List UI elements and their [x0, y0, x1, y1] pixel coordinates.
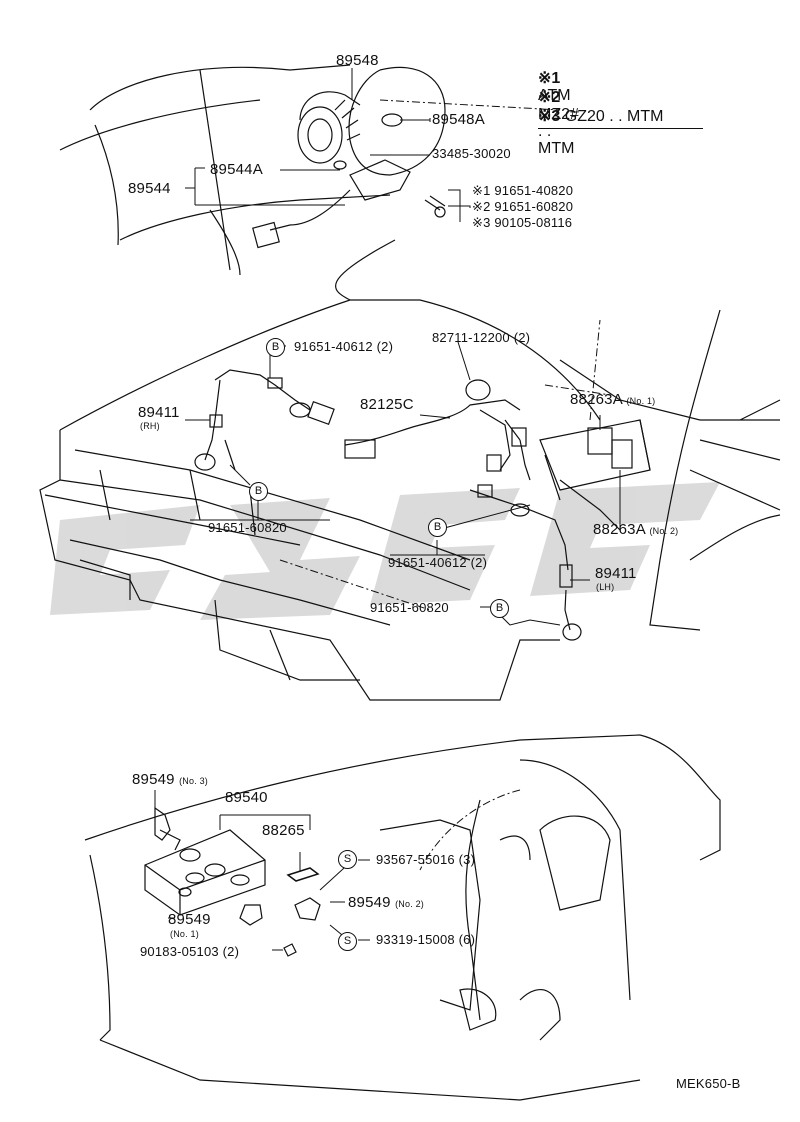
- part-number: 88263A: [593, 521, 646, 538]
- label-bracket-2: 89549 (No. 2): [348, 895, 424, 910]
- bolt-b-marker: B: [249, 482, 268, 501]
- steering-column: [59, 64, 446, 276]
- label-bolt-a: 91651-40612 (2): [294, 340, 393, 353]
- bracket-number: (No. 3): [179, 776, 208, 786]
- part-number: 90183-05103: [140, 944, 219, 959]
- part-number: 89411: [138, 404, 180, 421]
- brackets: [154, 806, 321, 957]
- relay-number: (No. 2): [649, 526, 679, 536]
- label-bolt-3: ※3 90105-08116: [472, 215, 573, 230]
- harness-82125c: [344, 379, 531, 481]
- label-33485-30020: 33485-30020: [432, 146, 511, 161]
- part-number: 91651-40612: [388, 555, 467, 570]
- relay-number: (No. 1): [626, 396, 656, 406]
- car-front-body: [39, 239, 781, 701]
- label-screw-2: 93319-15008 (6): [376, 933, 475, 946]
- legend-text: MZ2# . . MTM: [538, 106, 579, 157]
- screw-s-marker: S: [338, 850, 357, 869]
- legend-text: GZ20 . . MTM: [564, 108, 664, 125]
- control-computer-89540: [144, 829, 320, 916]
- bolt-b-marker: B: [266, 338, 285, 357]
- quantity: (2): [222, 944, 240, 959]
- label-bolt-b: 91651-60820: [208, 520, 287, 535]
- label-bracket-3: 89549 (No. 3): [132, 772, 208, 787]
- bolt-b-marker: B: [490, 599, 509, 618]
- label-screw-1: 93567-55016 (3): [376, 853, 475, 866]
- bracket-number: (No. 2): [395, 899, 424, 909]
- legend-mark: ※2: [538, 89, 561, 106]
- label-89548a: 89548A: [432, 111, 485, 128]
- part-number: 89549: [348, 894, 391, 911]
- screw-s-marker: S: [338, 932, 357, 951]
- label-89540: 89540: [225, 789, 268, 806]
- label-89544a: 89544A: [210, 161, 263, 178]
- label-bracket-1: 89549: [168, 911, 211, 928]
- top-leader-lines: [185, 68, 471, 222]
- phantom-lines: [279, 99, 611, 871]
- label-sensor-lh: 89411: [595, 565, 637, 582]
- quantity: (3): [458, 852, 476, 867]
- label-89544: 89544: [128, 180, 171, 197]
- label-sensor-lh-side: (LH): [596, 582, 615, 592]
- label-relay-2: 88263A (No. 2): [593, 522, 678, 537]
- legend-row-1: ※1 ATM: [538, 70, 571, 104]
- label-clamp: 82711-12200 (2): [432, 331, 530, 344]
- legend-row-2: ※2 MZ2# . . MTM: [538, 89, 579, 157]
- relay-block: [539, 419, 651, 531]
- quantity: (6): [458, 932, 476, 947]
- part-number: 88263A: [570, 391, 623, 408]
- quantity: (2): [470, 555, 488, 570]
- legend-mark: ※3: [538, 108, 561, 125]
- part-number: 82711-12200: [432, 330, 510, 345]
- legend-mark: ※1: [538, 70, 561, 87]
- dashboard: [84, 734, 721, 1101]
- part-number: 93567-55016: [376, 852, 455, 867]
- label-bolt-1: ※1 91651-40820: [472, 183, 574, 198]
- watermark-logo: [50, 482, 720, 620]
- quantity: (2): [376, 339, 394, 354]
- label-88265: 88265: [262, 822, 305, 839]
- label-bolt-2: ※2 91651-60820: [472, 199, 574, 214]
- legend-text: ATM: [538, 87, 571, 104]
- footer-code: MEK650-B: [676, 1076, 741, 1091]
- part-number: 91651-40612: [294, 339, 373, 354]
- label-89548: 89548: [336, 52, 379, 69]
- label-sensor-rh-side: (RH): [140, 421, 160, 431]
- label-nut: 90183-05103 (2): [140, 945, 239, 958]
- legend-row-3: ※3 GZ20 . . MTM: [538, 108, 703, 129]
- label-bracket-1-no: (No. 1): [170, 929, 199, 939]
- label-bolt-d: 91651-60820: [370, 600, 449, 615]
- sensor-rh: [194, 369, 335, 471]
- bottom-leader-lines: [154, 790, 370, 951]
- label-relay-1: 88263A (No. 1): [570, 392, 655, 407]
- quantity: (2): [513, 330, 531, 345]
- label-sensor-rh: 89411: [138, 405, 180, 420]
- part-number: 89549: [132, 771, 175, 788]
- bolt-b-marker: B: [428, 518, 447, 537]
- label-bolt-c: 91651-40612 (2): [388, 556, 487, 569]
- label-82125c: 82125C: [360, 396, 414, 413]
- part-number: 93319-15008: [376, 932, 455, 947]
